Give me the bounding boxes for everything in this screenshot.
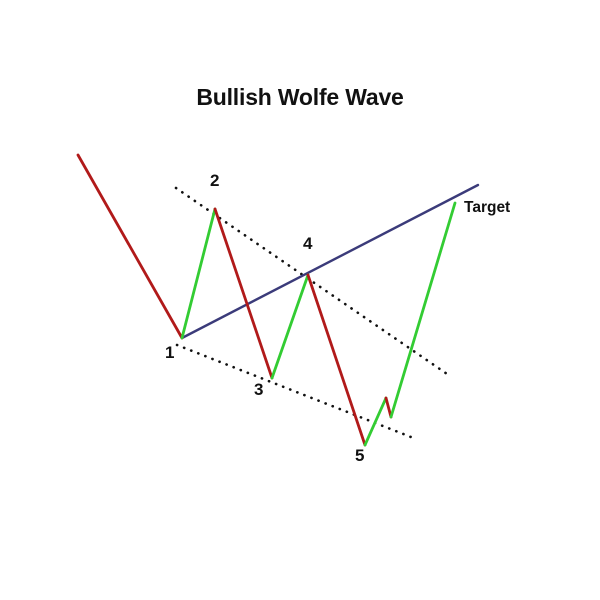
price-leg	[363, 396, 388, 447]
trendline-1-4	[180, 183, 480, 340]
point-label-4: 4	[303, 234, 313, 253]
price-leg	[384, 396, 393, 419]
price-leg	[180, 207, 217, 340]
point-label-5: 5	[355, 446, 365, 465]
price-leg	[76, 153, 184, 340]
price-leg	[270, 273, 310, 380]
upper-channel-line	[174, 186, 452, 378]
point-label-1: 1	[165, 343, 175, 362]
point-label-3: 3	[254, 380, 264, 399]
target-label: Target	[464, 199, 511, 216]
price-leg	[306, 273, 367, 447]
price-zigzag	[76, 153, 457, 447]
point-label-2: 2	[210, 171, 220, 190]
price-leg	[213, 207, 274, 380]
lower-channel-line	[175, 343, 418, 441]
price-leg	[389, 201, 457, 419]
chart-title: Bullish Wolfe Wave	[196, 84, 404, 110]
